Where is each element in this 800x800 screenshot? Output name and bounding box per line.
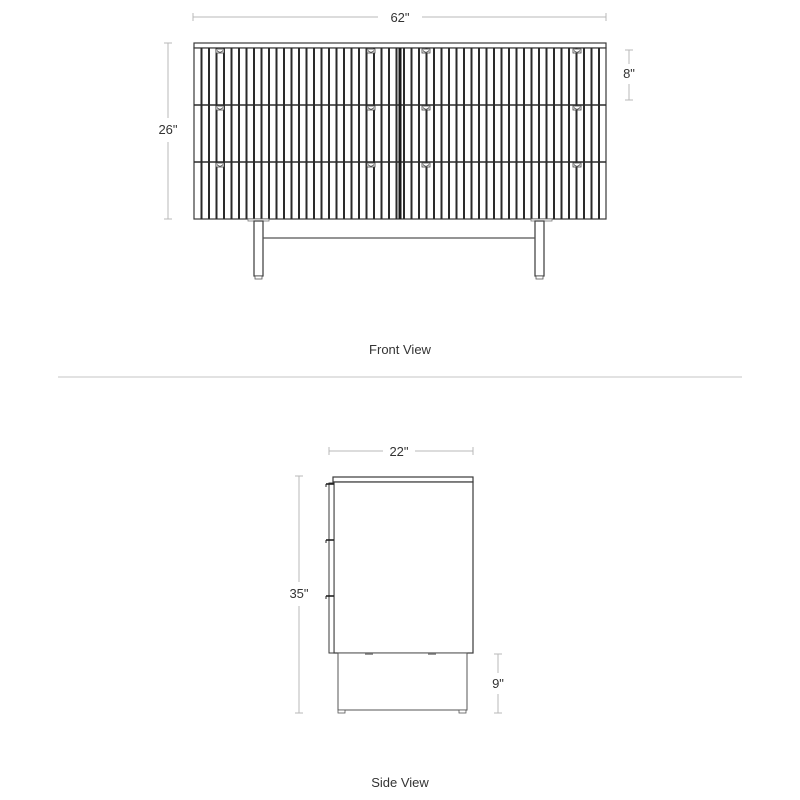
base-height-label: 9"	[492, 676, 504, 691]
legs	[247, 218, 553, 280]
left-leg	[253, 220, 264, 277]
side-base	[337, 652, 468, 711]
drawer-handle-icon	[366, 48, 376, 54]
drawer-height-label: 8"	[623, 66, 635, 81]
side-drawer-fronts	[328, 482, 335, 654]
drawer-height-dimension: 8"	[623, 49, 635, 101]
drawer-handle-icon	[215, 162, 225, 168]
drawer-handles	[215, 48, 582, 168]
side-handles	[325, 483, 334, 599]
side-height-dimension: 35"	[289, 475, 309, 714]
drawer-handle-icon	[421, 162, 431, 168]
side-view: 22" 35" 9"	[289, 444, 504, 790]
drawer-handle-icon	[215, 48, 225, 54]
front-view: 62" 26" 8"	[158, 10, 635, 357]
drawer-handle-icon	[366, 162, 376, 168]
front-height-dimension: 26"	[158, 42, 178, 220]
fluted-slats	[200, 48, 600, 219]
side-top	[332, 476, 474, 483]
side-foot	[458, 709, 467, 714]
front-width-dimension: 62"	[192, 10, 607, 25]
side-view-caption: Side View	[371, 775, 429, 790]
side-body	[333, 481, 474, 654]
side-depth-label: 22"	[389, 444, 408, 459]
right-leg	[534, 220, 545, 277]
drawer-handle-icon	[421, 48, 431, 54]
drawer-handle-icon	[572, 48, 582, 54]
side-foot	[337, 709, 346, 714]
front-height-label: 26"	[158, 122, 177, 137]
drawer-handle-icon	[215, 105, 225, 111]
front-width-label: 62"	[390, 10, 409, 25]
drawer-handle-icon	[572, 105, 582, 111]
drawer-handle-icon	[366, 105, 376, 111]
front-view-caption: Front View	[369, 342, 432, 357]
base-height-dimension: 9"	[492, 653, 504, 714]
drawer-handle-icon	[572, 162, 582, 168]
dresser-top	[193, 42, 607, 49]
side-depth-dimension: 22"	[328, 444, 474, 459]
drawer-handle-icon	[421, 105, 431, 111]
side-height-label: 35"	[289, 586, 308, 601]
